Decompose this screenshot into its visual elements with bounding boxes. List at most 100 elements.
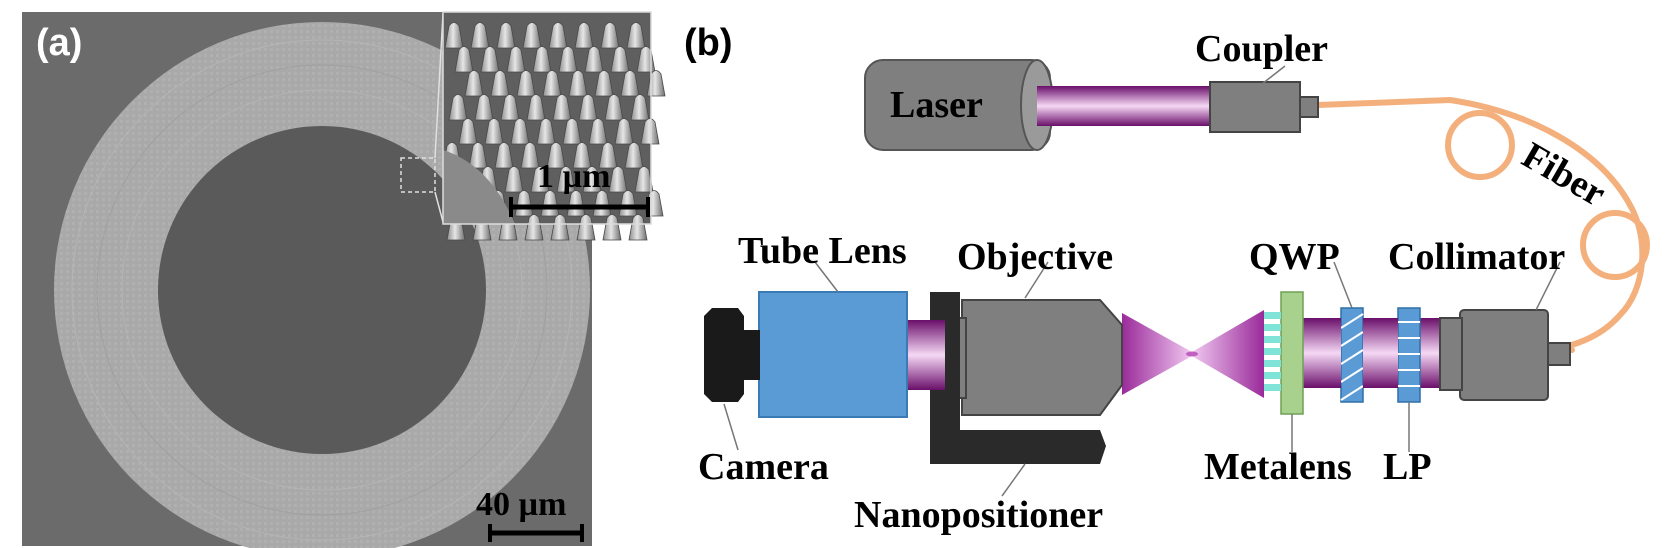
quarter-wave-plate	[1340, 307, 1364, 403]
inset-substrate-edge	[443, 150, 515, 224]
nanopillar	[448, 94, 468, 121]
metalens-pillar	[1264, 348, 1281, 355]
nanopillar	[604, 94, 624, 121]
tube-lens	[758, 291, 908, 418]
nanopillar	[598, 142, 618, 169]
nanopillar	[572, 142, 592, 169]
nanopillar	[514, 190, 534, 217]
linear-polarizer	[1397, 307, 1421, 403]
leader-collimator	[1535, 261, 1561, 311]
label-metalens: Metalens	[1204, 446, 1352, 488]
nanopillar	[504, 166, 524, 193]
nanopillar	[526, 94, 546, 121]
nanopillar	[588, 118, 608, 145]
optical-fiber	[1315, 96, 1646, 353]
nanopillar	[594, 70, 614, 97]
nanopillar	[454, 46, 474, 73]
nanopillar	[552, 94, 572, 121]
label-objective: Objective	[957, 236, 1114, 278]
collimated-beam-left	[905, 320, 945, 390]
metalens-pillar	[1264, 360, 1281, 367]
nanopillar	[536, 118, 556, 145]
nanopillar	[556, 166, 576, 193]
collimator	[1439, 309, 1571, 401]
metalens-pillar	[1264, 372, 1281, 379]
nanopillar	[568, 70, 588, 97]
nanopillar	[484, 118, 504, 145]
nanopillar	[618, 190, 638, 217]
panel-b-label: (b)	[684, 22, 733, 64]
leader-camera	[723, 403, 739, 451]
nanopillar	[550, 214, 570, 241]
nanopillar	[530, 166, 550, 193]
label-coupler: Coupler	[1195, 28, 1328, 70]
nanopillar	[626, 22, 646, 49]
nanopillar	[520, 142, 540, 169]
nanopillar	[468, 142, 488, 169]
label-collimator: Collimator	[1388, 236, 1566, 278]
main-scale-label: 40 µm	[476, 486, 567, 523]
nanopillar	[574, 22, 594, 49]
sem-inset	[442, 11, 666, 241]
objective	[943, 299, 1123, 416]
nanopillar	[524, 214, 544, 241]
nanopillar	[600, 22, 620, 49]
nanopillar	[464, 70, 484, 97]
inset-scale-label: 1 µm	[537, 158, 611, 195]
metalens-pillar	[1264, 384, 1281, 391]
focusing-cone-left	[1122, 313, 1192, 395]
nanopillar	[506, 46, 526, 73]
nanopillar	[578, 94, 598, 121]
nanopillar	[516, 70, 536, 97]
nanopillar	[494, 142, 514, 169]
nanopillar	[608, 166, 628, 193]
inset-scale-bar	[509, 197, 650, 217]
fiber-loop-top	[1445, 110, 1515, 180]
metalens-pillar	[1264, 324, 1281, 331]
nanopillar	[474, 94, 494, 121]
inset-selection-box	[400, 157, 436, 193]
panel-a-label: (a)	[36, 22, 83, 64]
nanopillar	[548, 22, 568, 49]
leader-objective	[1024, 261, 1049, 299]
nanopillar	[576, 214, 596, 241]
metalens-pillar	[1264, 336, 1281, 343]
nanopillar	[546, 142, 566, 169]
nanopillar	[634, 166, 654, 193]
metalens-core	[158, 126, 486, 454]
nanopillar	[458, 118, 478, 145]
nanopillar	[630, 94, 650, 121]
focusing-cone-right	[1192, 310, 1264, 398]
label-tube-lens: Tube Lens	[738, 230, 907, 272]
camera	[704, 308, 760, 402]
label-lp: LP	[1383, 446, 1432, 488]
nanopillar	[602, 214, 622, 241]
nanopillar	[470, 22, 490, 49]
focal-spot	[1186, 351, 1198, 357]
nanopillar	[582, 166, 602, 193]
nanopillar	[542, 70, 562, 97]
laser-beam	[1037, 86, 1210, 126]
nanopillar	[624, 142, 644, 169]
label-nanopositioner: Nanopositioner	[854, 494, 1104, 536]
metalens-pillar	[1264, 312, 1281, 319]
nanopillar	[614, 118, 634, 145]
metalens	[1264, 291, 1304, 415]
main-scale-bar	[488, 524, 584, 542]
nanopillar	[490, 70, 510, 97]
coupler	[1209, 81, 1319, 133]
nanopillar	[628, 214, 648, 241]
nanopillar	[522, 22, 542, 49]
nanopillar	[620, 70, 640, 97]
nanopillar	[558, 46, 578, 73]
label-laser: Laser	[890, 84, 983, 126]
nanopillar	[496, 22, 516, 49]
nanopillar	[592, 190, 612, 217]
nanopillar	[540, 190, 560, 217]
nanopillar	[480, 46, 500, 73]
label-qwp: QWP	[1249, 236, 1340, 278]
fiber-loop-right	[1580, 210, 1650, 280]
nanopillar	[510, 118, 530, 145]
leader-tube-lens	[814, 261, 839, 293]
